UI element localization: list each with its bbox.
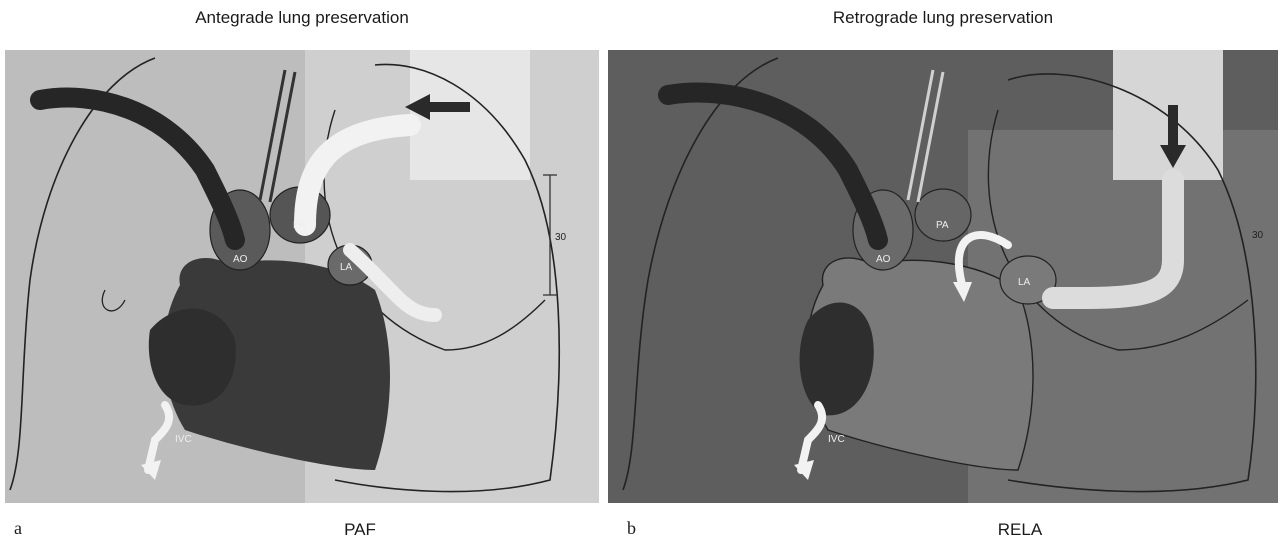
label-ivc: IVC (828, 434, 845, 445)
retrograde-diagram: AO PA LA IVC 30 (608, 50, 1278, 503)
panel-a-letter: a (14, 518, 22, 539)
label-pa: PA (936, 220, 949, 231)
label-scale: 30 (1252, 230, 1264, 241)
label-ao: AO (233, 254, 248, 265)
label-la: LA (340, 262, 353, 273)
antegrade-angiogram-panel: AO PA LA IVC 30 (5, 50, 599, 503)
label-ivc: IVC (175, 434, 192, 445)
panel-a-caption: PAF (300, 520, 420, 540)
panel-b-letter: b (627, 518, 636, 539)
panel-b-caption: RELA (960, 520, 1080, 540)
label-la: LA (1018, 277, 1031, 288)
antegrade-diagram: AO PA LA IVC 30 (5, 50, 599, 503)
label-scale: 30 (555, 232, 567, 243)
label-ao: AO (876, 254, 891, 265)
label-pa: PA (293, 220, 306, 231)
pulmonary-artery (915, 189, 971, 241)
panel-b-title: Retrograde lung preservation (608, 8, 1278, 28)
panel-a-title: Antegrade lung preservation (5, 8, 599, 28)
retrograde-angiogram-panel: AO PA LA IVC 30 (608, 50, 1278, 503)
